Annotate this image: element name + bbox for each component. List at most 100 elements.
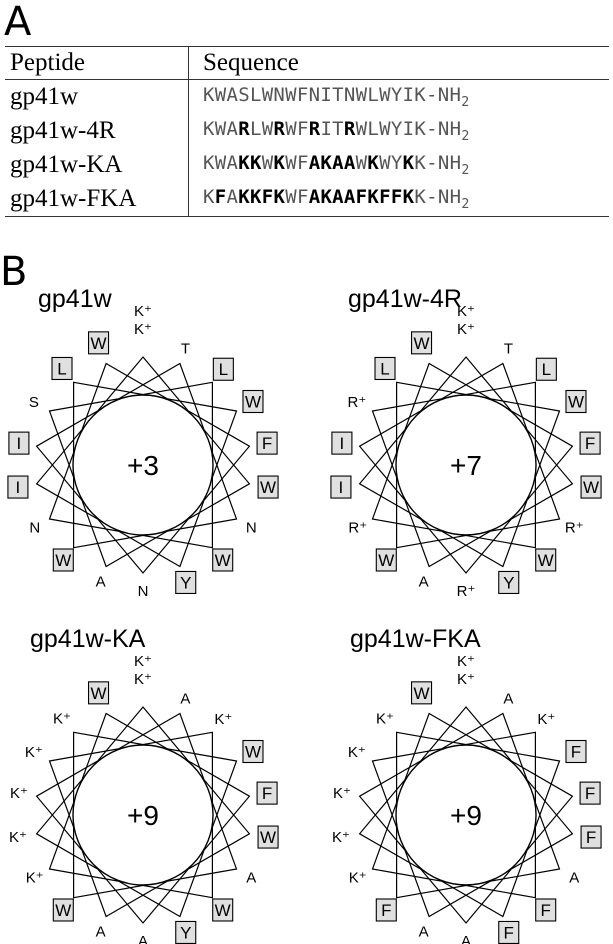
residue-box: L [212, 357, 234, 381]
header-peptide: Peptide [5, 46, 189, 80]
residue-label: K⁺ [9, 829, 27, 846]
residue-label: K⁺ [10, 785, 28, 802]
residue-text: L [542, 360, 551, 379]
hydrophobic-box [52, 898, 74, 922]
hydrophobic-box [565, 739, 587, 764]
subscript: 2 [461, 94, 470, 110]
wheel-title: gp41w-KA [30, 625, 146, 653]
residue-box: I [8, 431, 30, 455]
residue-text: K⁺ [26, 870, 44, 887]
sequence-segment: WY [379, 152, 403, 175]
residue-text: N [246, 520, 257, 537]
subscript: 2 [461, 162, 470, 178]
residue-box: F [498, 920, 520, 944]
net-charge: +7 [450, 450, 482, 481]
wheel-star [35, 706, 251, 924]
residue-text: F [585, 434, 595, 453]
peptide-name: gp41w [5, 79, 189, 114]
residue-label: K⁺ [134, 321, 152, 338]
residue-label: N [29, 520, 40, 537]
residue-text: K⁺ [134, 671, 152, 688]
residue-label: S [29, 394, 39, 411]
residue-text: Y [180, 573, 191, 592]
subscript: 2 [461, 128, 470, 144]
residue-label: K⁺ [332, 829, 350, 846]
residue-label: K⁺ [134, 653, 152, 670]
residue-box: I [330, 475, 352, 499]
sequence-segment: KWA [203, 152, 239, 175]
residue-text: F [262, 434, 272, 453]
hydrophobic-box [535, 548, 557, 572]
residue-text: A [138, 933, 148, 944]
residue-label: A [419, 924, 429, 941]
residue-text: T [504, 340, 513, 357]
residue-text: R⁺ [348, 394, 367, 411]
residue-label: K⁺ [26, 870, 44, 887]
residue-text: K⁺ [332, 829, 350, 846]
residue-text: W [245, 393, 261, 412]
residue-box: W [52, 898, 74, 922]
residue-box: L [535, 357, 557, 381]
wheel-star [35, 356, 251, 574]
residue-box: W [242, 389, 264, 414]
residue-text: A [569, 870, 579, 887]
residue-text: W [91, 334, 107, 353]
residue-text: S [29, 394, 39, 411]
residue-text: N [138, 583, 149, 600]
residue-text: K⁺ [349, 870, 367, 887]
sequence-segment: WF [285, 152, 309, 175]
residue-text: R⁺ [457, 583, 476, 600]
hydrophobic-box [410, 681, 433, 705]
residue-label: K⁺ [134, 671, 152, 688]
residue-text: K⁺ [537, 711, 555, 728]
residue-text: K⁺ [134, 303, 152, 320]
peptide-name: gp41w-FKA [5, 182, 189, 217]
hydrophobic-box [565, 389, 587, 414]
residue-box: W [410, 681, 433, 705]
residue-text: F [571, 743, 581, 762]
residue-text: N [29, 520, 40, 537]
wheel-center-circle [395, 744, 537, 886]
residue-text: L [380, 359, 389, 378]
wheel-star [358, 706, 574, 924]
residue-text: Y [180, 923, 191, 942]
residue-text: W [245, 743, 261, 762]
residue-box: W [242, 739, 264, 764]
residue-label: K⁺ [457, 303, 475, 320]
residue-label: K⁺ [214, 711, 232, 728]
residue-text: K⁺ [25, 744, 43, 761]
hydrophobic-box [535, 898, 557, 922]
hydrophobic-box [242, 739, 264, 764]
residue-label: N [246, 520, 257, 537]
residue-box: L [51, 356, 73, 381]
residue-text: W [538, 551, 554, 570]
hydrophobic-box [410, 331, 433, 355]
residue-text: W [55, 901, 71, 920]
hydrophobic-box [330, 475, 352, 499]
sequence-segment: IT [320, 118, 344, 141]
hydrophobic-box [212, 898, 234, 922]
residue-text: W [260, 828, 276, 847]
wheel-title: gp41w-4R [348, 285, 462, 313]
hydrophobic-box [580, 825, 602, 849]
peptide-sequence: KFAKKFKWFAKAAFKFFKK-NH2 [188, 182, 609, 217]
sequence-segment: WLWYIK-NH [355, 118, 462, 141]
residue-box: W [87, 331, 110, 355]
residue-text: W [414, 684, 430, 703]
hydrophobic-box [175, 570, 197, 595]
sequence-segment: A [226, 186, 239, 209]
hydrophobic-box [87, 681, 110, 705]
residue-text: R⁺ [565, 520, 584, 537]
mutated-residues: R [238, 118, 250, 141]
residue-text: K⁺ [376, 710, 394, 727]
residue-text: I [17, 434, 22, 453]
residue-text: L [219, 360, 228, 379]
residue-box: W [257, 475, 279, 499]
residue-text: F [585, 784, 595, 803]
net-charge: +3 [127, 450, 159, 481]
residue-text: I [339, 478, 344, 497]
residue-text: K⁺ [457, 671, 475, 688]
